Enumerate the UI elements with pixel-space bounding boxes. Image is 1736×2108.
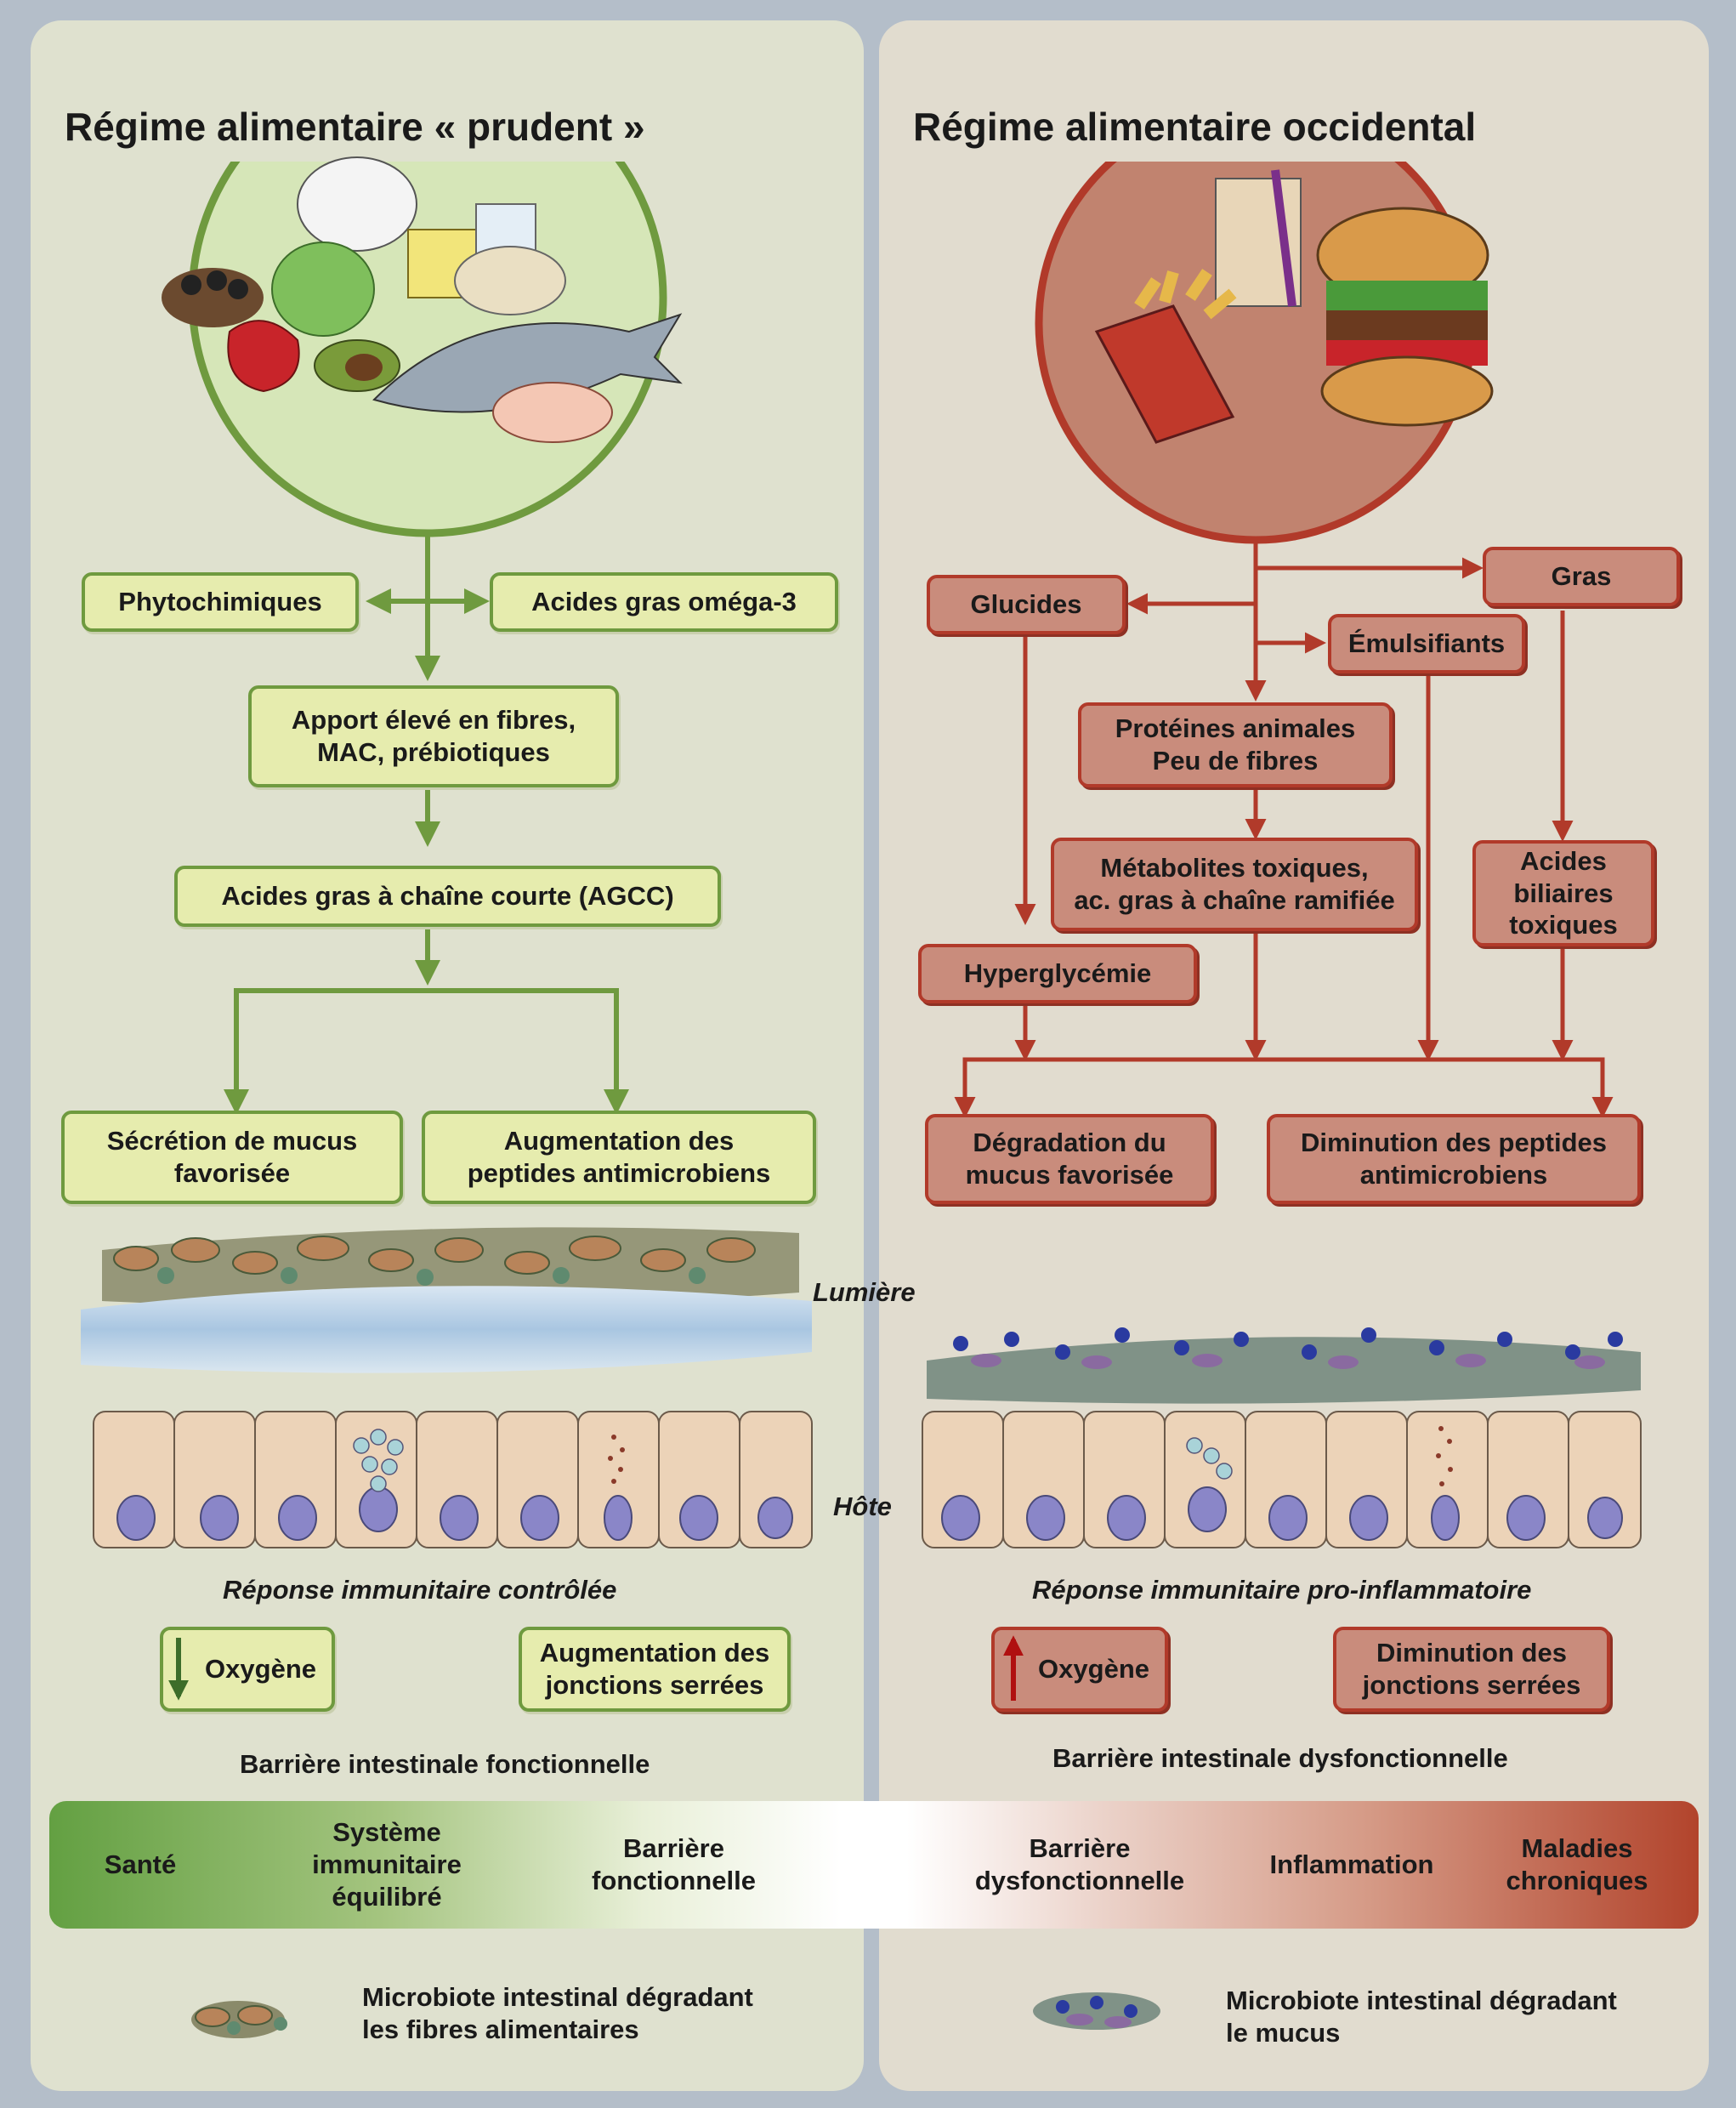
oxygen-decrease-label: Oxygène — [205, 1654, 316, 1685]
prudent-gut-illustration — [81, 1227, 813, 1548]
prudent-diet-title: Régime alimentaire « prudent » — [65, 105, 645, 149]
western-gut-illustration — [922, 1327, 1642, 1548]
omega3-box: Acides gras oméga-3 — [490, 572, 838, 632]
host-label: Hôte — [833, 1492, 892, 1521]
animal-protein-label: Protéines animales Peu de fibres — [1115, 713, 1356, 776]
spectrum-inflammation: Inflammation — [1269, 1849, 1434, 1880]
phytochemicals-label: Phytochimiques — [118, 587, 322, 617]
spectrum-dysfunctional-barrier: Barrière dysfonctionnelle — [974, 1833, 1185, 1895]
spectrum-balanced-immune: Système immunitaire équilibré — [312, 1817, 462, 1912]
bile-acids-label: Acides biliaires toxiques — [1509, 845, 1618, 940]
carbohydrates-label: Glucides — [970, 589, 1082, 620]
spectrum-chronic-disease: Maladies chroniques — [1506, 1833, 1648, 1895]
mucus-microbiota-icon — [1033, 1992, 1160, 2030]
fibre-intake-label: Apport élevé en fibres, MAC, prébiotique… — [291, 705, 576, 767]
western-food-illustration — [901, 51, 1666, 544]
hyperglycemia-label: Hyperglycémie — [963, 958, 1152, 989]
mucus-degradation-label: Dégradation du mucus favorisée — [965, 1128, 1174, 1190]
legend-mucus-microbiota: Microbiote intestinal dégradant le mucus — [1226, 1986, 1617, 2048]
spectrum-health: Santé — [104, 1849, 177, 1880]
fibre-intake-box: Apport élevé en fibres, MAC, prébiotique… — [248, 685, 619, 787]
mucus-secretion-box: Sécrétion de mucus favorisée — [61, 1111, 403, 1204]
spectrum-functional-barrier: Barrière fonctionnelle — [592, 1833, 756, 1895]
health-spectrum-bar — [49, 1801, 1699, 1929]
animal-protein-box: Protéines animales Peu de fibres — [1078, 702, 1393, 787]
carbohydrates-box: Glucides — [927, 575, 1126, 634]
toxic-metabolites-label: Métabolites toxiques, ac. gras à chaîne … — [1074, 853, 1395, 915]
mucus-secretion-label: Sécrétion de mucus favorisée — [106, 1126, 358, 1188]
emulsifiers-box: Émulsifiants — [1328, 614, 1525, 673]
western-arrows — [954, 543, 1614, 1118]
scfa-label: Acides gras à chaîne courte (AGCC) — [221, 881, 674, 912]
hyperglycemia-box: Hyperglycémie — [918, 944, 1197, 1003]
proinflammatory-immune-response: Réponse immunitaire pro-inflammatoire — [1032, 1575, 1532, 1605]
tight-junctions-decrease-label: Diminution des jonctions serrées — [1362, 1638, 1581, 1700]
emulsifiers-label: Émulsifiants — [1347, 628, 1506, 659]
fibre-microbiota-icon — [191, 2001, 287, 2038]
oxygen-increase-label: Oxygène — [1038, 1654, 1149, 1685]
fat-box: Gras — [1483, 547, 1680, 606]
functional-barrier-label: Barrière intestinale fonctionnelle — [240, 1749, 650, 1779]
prudent-arrows — [224, 536, 629, 1115]
tight-junctions-increase-box: Augmentation des jonctions serrées — [519, 1627, 791, 1712]
oxygen-increase-box: Oxygène — [991, 1627, 1168, 1712]
legend-fibre-microbiota: Microbiote intestinal dégradant les fibr… — [362, 1982, 753, 2044]
bile-acids-box: Acides biliaires toxiques — [1472, 840, 1654, 946]
tight-junctions-increase-label: Augmentation des jonctions serrées — [539, 1638, 770, 1700]
phytochemicals-box: Phytochimiques — [82, 572, 359, 632]
antimicrobial-decrease-label: Diminution des peptides antimicrobiens — [1301, 1128, 1607, 1190]
oxygen-decrease-box: Oxygène — [160, 1627, 335, 1712]
western-diet-title: Régime alimentaire occidental — [913, 105, 1477, 149]
scfa-box: Acides gras à chaîne courte (AGCC) — [174, 866, 721, 927]
lumen-label: Lumière — [813, 1277, 916, 1307]
antimicrobial-increase-label: Augmentation des peptides antimicrobiens — [467, 1126, 771, 1188]
mucus-degradation-box: Dégradation du mucus favorisée — [925, 1114, 1214, 1204]
toxic-metabolites-box: Métabolites toxiques, ac. gras à chaîne … — [1051, 838, 1418, 931]
dysfunctional-barrier-label: Barrière intestinale dysfonctionnelle — [1052, 1743, 1508, 1773]
tight-junctions-decrease-box: Diminution des jonctions serrées — [1333, 1627, 1610, 1712]
controlled-immune-response: Réponse immunitaire contrôlée — [223, 1575, 617, 1605]
antimicrobial-increase-box: Augmentation des peptides antimicrobiens — [422, 1111, 816, 1204]
healthy-food-illustration — [51, 51, 816, 537]
fat-label: Gras — [1551, 561, 1612, 592]
antimicrobial-decrease-box: Diminution des peptides antimicrobiens — [1267, 1114, 1641, 1204]
omega3-label: Acides gras oméga-3 — [531, 587, 797, 617]
